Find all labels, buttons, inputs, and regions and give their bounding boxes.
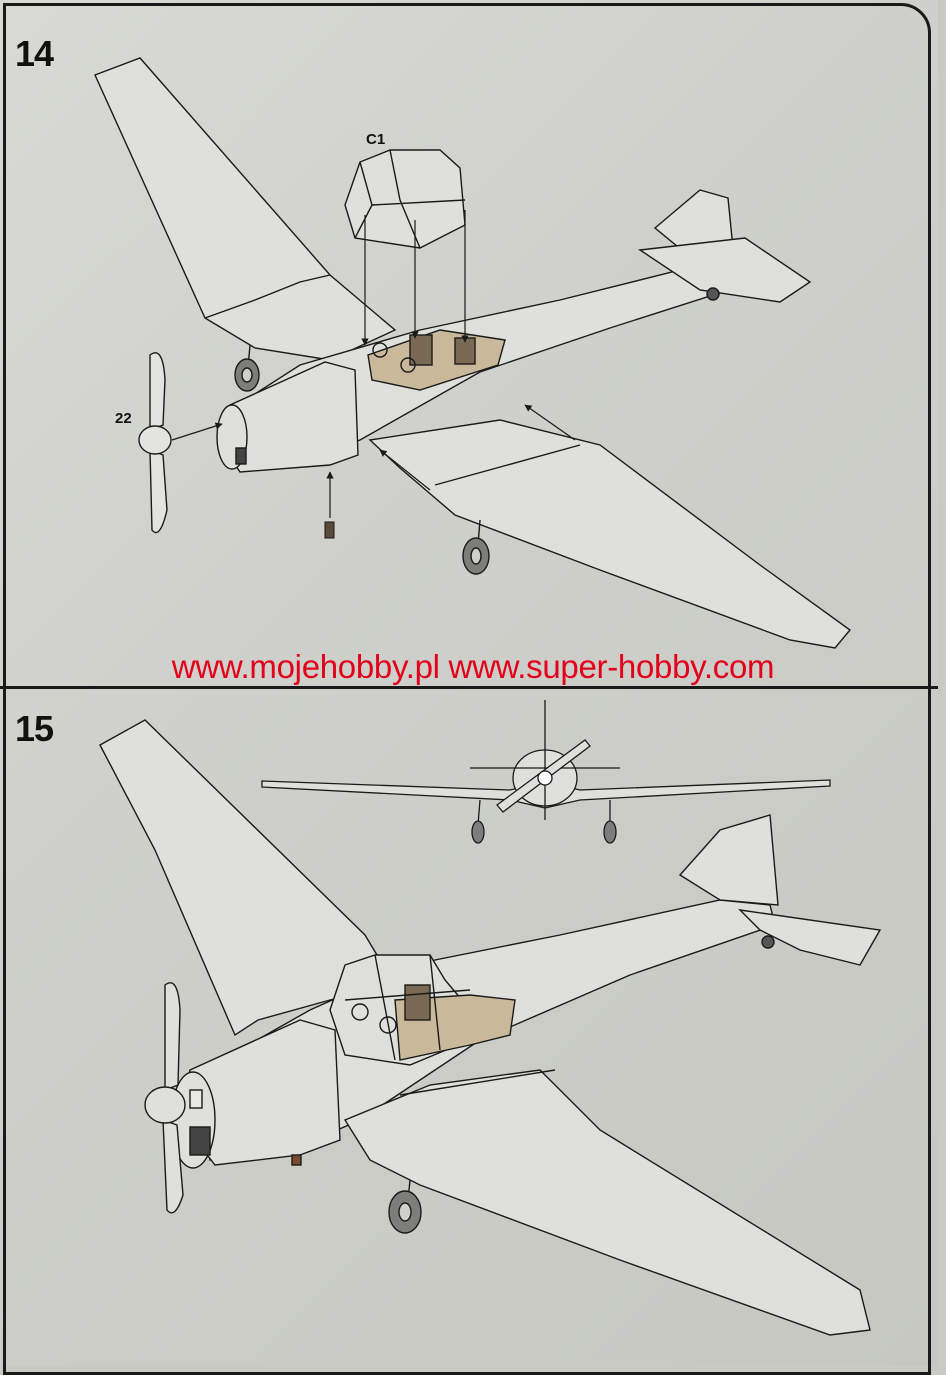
step-15-number: 15 — [15, 708, 54, 749]
front-view-right-wheel — [603, 820, 617, 844]
completed-stabilizer — [738, 909, 882, 966]
canopy-part-c1 — [344, 149, 466, 249]
step-14-number: 14 — [15, 33, 54, 74]
watermark-urls: www.mojehobby.pl www.super-hobby.com — [171, 648, 775, 685]
tail-wheel — [706, 287, 720, 301]
completed-tail-wheel — [761, 935, 775, 949]
step-15-front-view — [261, 700, 831, 844]
air-intake — [235, 447, 247, 465]
callout-propeller-22: 22 — [115, 410, 132, 427]
front-view-left-wheel — [471, 820, 485, 844]
seat-front — [409, 334, 433, 366]
completed-propeller-upper — [164, 982, 181, 1092]
step-14-aircraft — [94, 57, 852, 649]
completed-spinner — [144, 1086, 186, 1124]
completed-air-intake — [189, 1126, 211, 1156]
small-part — [324, 521, 335, 539]
completed-tail-fin — [678, 814, 779, 906]
callout-canopy-c1: C1 — [366, 131, 386, 148]
completed-near-wing — [343, 1069, 871, 1336]
near-wing — [368, 419, 852, 649]
step-15-aircraft — [99, 719, 882, 1336]
horizontal-stabilizer — [638, 237, 812, 303]
control-stick — [372, 342, 388, 358]
step-divider — [0, 686, 938, 689]
completed-far-wing — [99, 719, 397, 1037]
propeller-part-22 — [138, 352, 172, 534]
completed-propeller-lower — [162, 1118, 184, 1214]
